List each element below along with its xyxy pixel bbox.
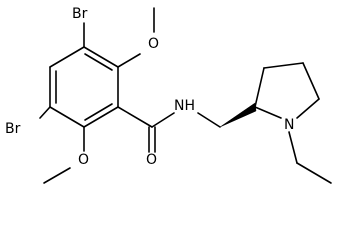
pyrrolidine-ring bbox=[254, 62, 320, 119]
ring-bond-c4-c5 bbox=[49, 106, 85, 128]
substituent-bonds bbox=[39, 7, 221, 184]
atom-nh: NH bbox=[174, 98, 195, 114]
bond-c2-ome-top bbox=[117, 53, 141, 68]
bond-nh-ch2 bbox=[197, 112, 221, 128]
molecule-structure: Br Br O O O NH N bbox=[5, 6, 332, 184]
ring-double-inner-2 bbox=[84, 103, 113, 121]
pyr-bond-c3-c4 bbox=[263, 62, 304, 69]
ethyl-group bbox=[288, 131, 332, 184]
stereo-wedge-bond bbox=[219, 102, 257, 128]
pyr-bond-c2-c3 bbox=[254, 67, 265, 108]
ring-double-inner-1 bbox=[84, 53, 113, 71]
atom-labels: Br Br O O O NH N bbox=[5, 6, 294, 168]
bond-c5-br-left bbox=[39, 106, 51, 119]
bond-ethyl-ch2-ch3 bbox=[296, 162, 332, 184]
bond-n-ethyl-ch2 bbox=[288, 131, 298, 164]
ring-bond-c6-c1 bbox=[49, 46, 85, 68]
bond-c3-carbonyl bbox=[117, 106, 153, 128]
atom-br-top: Br bbox=[72, 6, 88, 22]
pyr-bond-n-c2 bbox=[254, 106, 282, 119]
benzene-ring bbox=[49, 46, 119, 128]
atom-h-amide: H bbox=[184, 98, 195, 114]
pyr-bond-c4-c5 bbox=[302, 62, 320, 100]
pyr-bond-c5-n bbox=[296, 98, 320, 119]
atom-o-methoxy-bottom: O bbox=[78, 152, 89, 168]
ring-bond-c3-c4 bbox=[83, 106, 119, 128]
ring-bond-c1-c2 bbox=[83, 46, 119, 68]
bond-carbonyl-nh bbox=[151, 112, 175, 128]
bond-ome-bottom-methyl bbox=[43, 167, 71, 184]
atom-o-carbonyl: O bbox=[146, 152, 157, 168]
atom-br-left: Br bbox=[5, 121, 21, 137]
atom-bg-methoxy-top-o bbox=[146, 35, 162, 53]
atom-n-amide: N bbox=[174, 98, 184, 114]
atom-n-pyrrolidine: N bbox=[284, 117, 294, 133]
atom-o-methoxy-top: O bbox=[148, 36, 159, 52]
